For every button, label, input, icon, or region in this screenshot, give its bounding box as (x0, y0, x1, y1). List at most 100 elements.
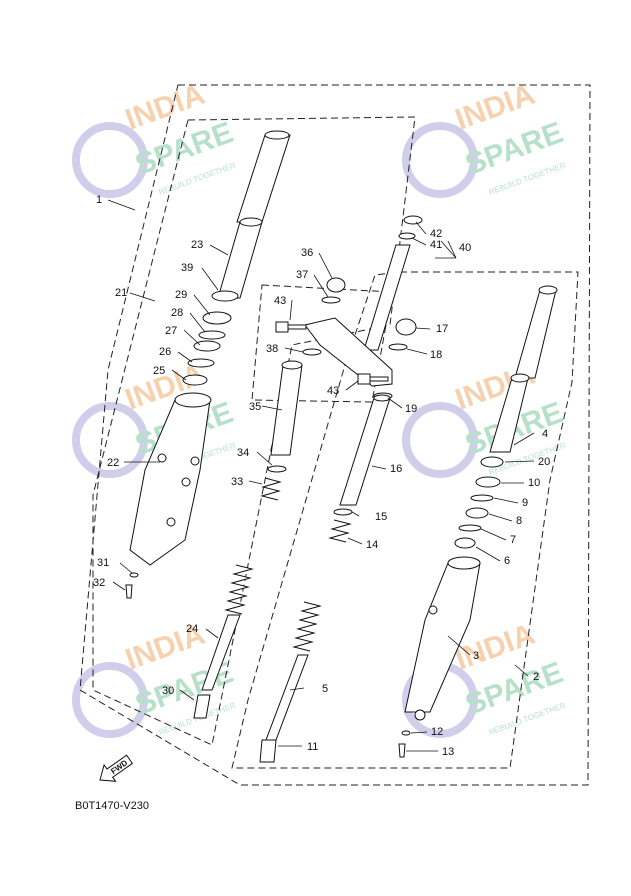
washer-part-34 (267, 465, 287, 473)
washer-part-15 (333, 508, 353, 516)
assembly-outline-21 (92, 116, 416, 746)
bushing-part-6 (454, 537, 476, 549)
left-fork (125, 130, 303, 719)
under-bracket (304, 317, 393, 387)
callout-4: 4 (542, 428, 548, 440)
callout-24: 24 (186, 623, 198, 635)
bolt-part-13 (398, 743, 406, 758)
spring-part-33 (224, 477, 282, 615)
spring-guide-part-16 (339, 397, 391, 506)
outer-tube-part-22 (129, 399, 211, 566)
clip-part-28 (198, 330, 226, 340)
washer-part-41 (398, 232, 416, 240)
callout-37: 37 (296, 269, 308, 281)
callout-20: 20 (538, 456, 550, 468)
damper-rod-part-24 (201, 614, 241, 691)
callout-10: 10 (528, 477, 540, 489)
assembly-boundaries (79, 84, 591, 786)
callout-3: 3 (473, 650, 479, 662)
callout-15: 15 (375, 511, 387, 523)
oring-part-38 (302, 348, 322, 356)
callout-22: 22 (107, 457, 119, 469)
callout-31: 31 (97, 557, 109, 569)
callout-5: 5 (322, 683, 328, 695)
rod-part-5 (265, 654, 309, 741)
callout-28: 28 (171, 307, 183, 319)
callout-30: 30 (162, 685, 174, 697)
washer-part-7 (458, 524, 482, 532)
drawing-code: B0T1470-V230 (75, 800, 149, 812)
oil-seal-part-39 (211, 290, 239, 302)
watermark-logo: INDIA SPARE REBUILD TOGETHER (402, 78, 567, 198)
spring-part-14 (292, 519, 352, 652)
callout-41: 41 (430, 239, 442, 251)
callout-38: 38 (266, 343, 278, 355)
inner-tube-part-4 (514, 289, 557, 379)
assembly-outline-1 (79, 84, 591, 786)
leader-lines (107, 199, 535, 752)
callouts: 1 2 3 4 5 6 7 8 9 10 11 12 13 14 15 16 1… (93, 194, 550, 758)
callout-43b: 43 (327, 385, 339, 397)
assembly-outline-2 (231, 271, 579, 769)
callout-12: 12 (431, 726, 443, 738)
clip-part-9 (470, 494, 494, 502)
callout-9: 9 (522, 497, 528, 509)
callout-2: 2 (533, 671, 539, 683)
dust-seal-part-29 (202, 311, 232, 325)
oring-part-37 (321, 296, 341, 304)
rod-end-part-30 (193, 694, 211, 719)
watermark-layer: INDIA SPARE REBUILD TOGETHER INDIA SPARE… (72, 78, 567, 738)
callout-14: 14 (366, 539, 378, 551)
ring-nut-part-42 (403, 215, 423, 225)
stem-shaft-part-41 (363, 244, 411, 351)
callout-36: 36 (301, 247, 313, 259)
callout-27: 27 (165, 325, 177, 337)
bolt-part-32 (125, 584, 133, 599)
inner-tube-part-23 (236, 134, 291, 223)
callout-7: 7 (510, 534, 516, 546)
callout-13: 13 (442, 746, 454, 758)
seal-part-27 (193, 340, 221, 352)
oring-part-18 (388, 343, 408, 351)
callout-42: 42 (430, 228, 442, 240)
callout-18: 18 (430, 349, 442, 361)
callout-23: 23 (191, 239, 203, 251)
bolt-part-43b (357, 373, 389, 385)
center-damper (259, 394, 391, 763)
callout-19: 19 (405, 403, 417, 415)
rod-end-part-11 (259, 739, 277, 763)
seal-part-8 (465, 507, 489, 519)
callout-40: 40 (459, 242, 471, 254)
callout-11: 11 (307, 741, 318, 753)
bushing-part-25 (182, 374, 208, 386)
washer-part-31 (129, 572, 139, 578)
right-fork (398, 285, 558, 758)
steering-stem-box (251, 284, 393, 403)
bolt-part-43a (275, 321, 307, 333)
fwd-arrow-icon (99, 754, 134, 782)
callout-25: 25 (153, 365, 165, 377)
callout-1: 1 (96, 194, 102, 206)
fork-spring-inner-part-35 (270, 364, 303, 456)
callout-26: 26 (159, 346, 171, 358)
washer-part-26 (187, 358, 215, 368)
seal-part-20 (480, 456, 504, 468)
callout-39: 39 (181, 262, 193, 274)
callout-33: 33 (231, 476, 243, 488)
steering-stem (275, 215, 423, 400)
callout-8: 8 (516, 515, 522, 527)
fwd-arrow: FWD (99, 754, 134, 782)
cap-bolt-part-36 (326, 277, 346, 293)
callout-21: 21 (115, 287, 127, 299)
callout-35: 35 (249, 401, 261, 413)
dust-seal-part-10 (475, 476, 501, 488)
callout-16: 16 (390, 463, 402, 475)
callout-34: 34 (237, 447, 249, 459)
watermark-logo: INDIA SPARE REBUILD TOGETHER (72, 78, 237, 198)
cap-bolt-part-17 (395, 318, 417, 336)
callout-29: 29 (175, 289, 187, 301)
callout-17: 17 (436, 323, 448, 335)
callout-32: 32 (93, 577, 105, 589)
callout-43a: 43 (274, 295, 286, 307)
